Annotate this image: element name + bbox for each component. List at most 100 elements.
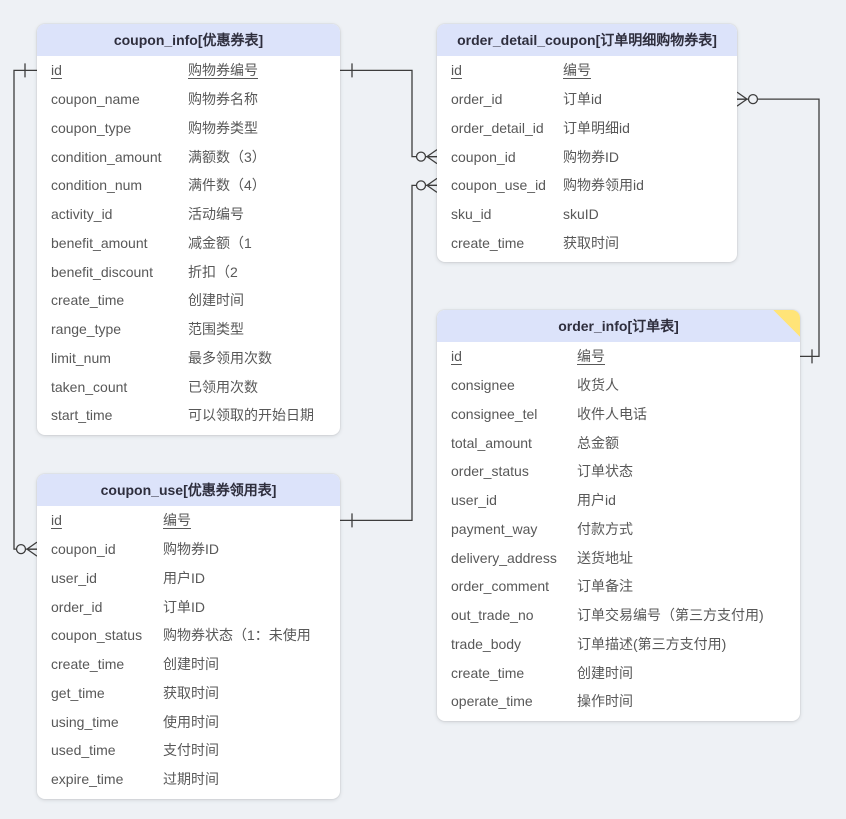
field-name: create_time	[51, 656, 125, 673]
field-desc: 创建时间	[163, 656, 219, 673]
field-desc: 收货人	[577, 377, 619, 394]
table-title: order_detail_coupon[订单明细购物券表]	[457, 32, 717, 48]
field-desc: 用户id	[577, 492, 616, 509]
field-name: user_id	[51, 569, 97, 586]
field-desc: 减金额（1	[188, 234, 252, 251]
field-name: trade_body	[451, 635, 522, 652]
field-name: using_time	[51, 713, 119, 730]
field-name: create_time	[51, 292, 125, 309]
field-desc: 订单明细id	[563, 119, 630, 136]
field-row: id 编号	[437, 56, 737, 85]
field-desc: 订单描述(第三方支付用)	[577, 635, 727, 652]
field-name: expire_time	[51, 771, 124, 788]
field-row: create_time 创建时间	[37, 650, 340, 679]
field-name: order_id	[51, 598, 103, 615]
field-row: coupon_type 购物券类型	[37, 114, 340, 143]
er-table-coupon_use[interactable]: coupon_use[优惠券领用表] id 编号 coupon_id 购物券ID use…	[37, 474, 340, 799]
field-row: using_time 使用时间	[37, 707, 340, 736]
field-desc: 编号	[163, 512, 191, 529]
field-desc: 满额数（3）	[188, 148, 266, 165]
field-rows: id 编号 coupon_id 购物券ID user_id 用户ID order_id 订单I…	[37, 506, 340, 799]
field-row: condition_num 满件数（4）	[37, 171, 340, 200]
field-name: condition_amount	[51, 148, 162, 165]
field-name: condition_num	[51, 177, 143, 194]
field-row: create_time 创建时间	[437, 658, 800, 687]
field-name: id	[451, 62, 462, 79]
field-row: used_time 支付时间	[37, 736, 340, 765]
field-row: trade_body 订单描述(第三方支付用)	[437, 630, 800, 659]
field-desc: 购物券名称	[188, 91, 258, 108]
field-desc: 用户ID	[163, 569, 205, 586]
field-name: coupon_type	[51, 119, 132, 136]
field-row: condition_amount 满额数（3）	[37, 142, 340, 171]
field-desc: 最多领用次数	[188, 349, 272, 366]
field-desc: 编号	[563, 62, 591, 79]
field-name: get_time	[51, 684, 105, 701]
field-desc: 订单ID	[163, 598, 205, 615]
field-name: order_comment	[451, 578, 550, 595]
field-desc: 满件数（4）	[188, 177, 266, 194]
field-desc: 活动编号	[188, 206, 244, 223]
field-desc: 使用时间	[163, 713, 219, 730]
field-name: order_status	[451, 463, 529, 480]
field-name: create_time	[451, 234, 525, 251]
field-name: sku_id	[451, 206, 492, 223]
field-name: order_id	[451, 91, 503, 108]
field-desc: 订单交易编号（第三方支付用)	[577, 607, 764, 624]
field-desc: 支付时间	[163, 742, 219, 759]
field-name: create_time	[451, 664, 525, 681]
table-header: coupon_info[优惠券表]	[37, 24, 340, 56]
field-desc: 创建时间	[577, 664, 633, 681]
field-desc: 购物券ID	[163, 541, 219, 558]
field-name: benefit_discount	[51, 263, 153, 280]
field-name: benefit_amount	[51, 234, 148, 251]
field-row: order_detail_id 订单明细id	[437, 114, 737, 143]
field-desc: 购物券领用id	[563, 177, 644, 194]
table-header: coupon_use[优惠券领用表]	[37, 474, 340, 506]
field-name: limit_num	[51, 349, 111, 366]
table-title: coupon_info[优惠券表]	[113, 32, 264, 48]
er-table-order_detail_coupon[interactable]: order_detail_coupon[订单明细购物券表] id 编号 order_…	[437, 24, 737, 263]
field-name: activity_id	[51, 206, 113, 223]
field-name: coupon_id	[51, 541, 116, 558]
field-desc: 折扣（2	[188, 263, 238, 280]
field-name: id	[51, 62, 62, 79]
field-row: coupon_id 购物券ID	[37, 535, 340, 564]
field-name: id	[451, 348, 462, 365]
field-desc: 付款方式	[577, 520, 633, 537]
field-desc: 收件人电话	[577, 405, 647, 422]
field-row: id 编号	[37, 506, 340, 535]
field-name: delivery_address	[451, 549, 557, 566]
field-name: used_time	[51, 742, 116, 759]
field-desc: 订单id	[563, 91, 602, 108]
field-name: coupon_use_id	[451, 177, 546, 194]
field-name: id	[51, 512, 62, 529]
note-fold-corner-icon	[773, 310, 800, 337]
field-desc: 购物券类型	[188, 119, 258, 136]
field-row: order_id 订单ID	[37, 592, 340, 621]
field-name: operate_time	[451, 693, 533, 710]
field-name: order_detail_id	[451, 119, 544, 136]
field-desc: 获取时间	[163, 684, 219, 701]
field-desc: 购物券ID	[563, 148, 619, 165]
field-desc: 编号	[577, 348, 605, 365]
field-row: order_id 订单id	[437, 85, 737, 114]
field-name: start_time	[51, 407, 113, 424]
table-title: order_info[订单表]	[558, 318, 679, 334]
field-desc: 已领用次数	[188, 378, 258, 395]
